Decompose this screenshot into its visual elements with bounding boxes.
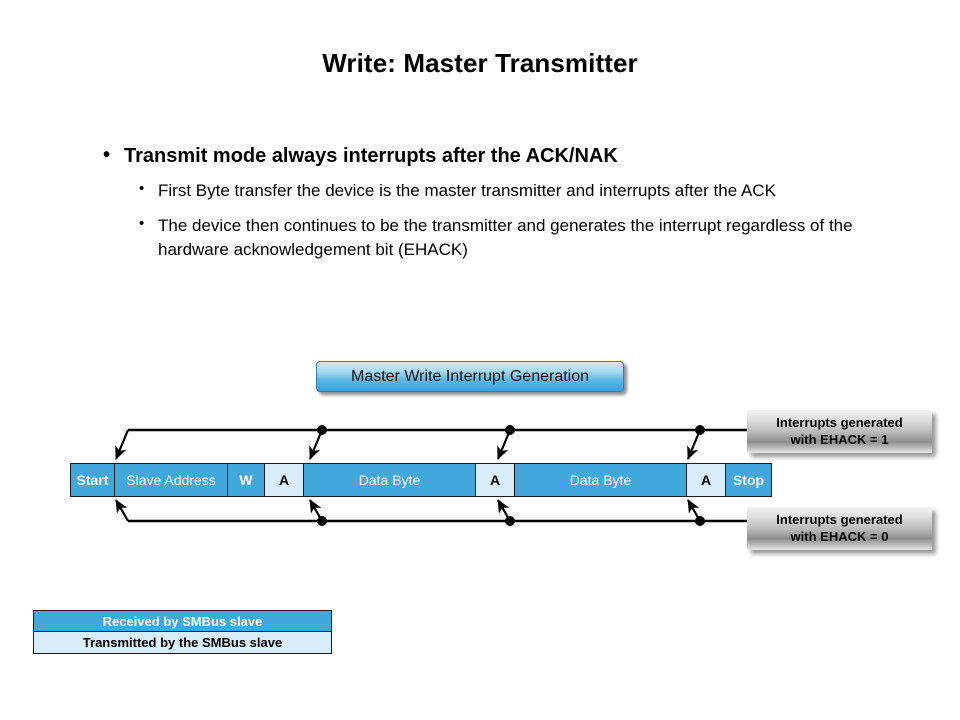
legend-row-transmitted: Transmitted by the SMBus slave	[34, 632, 331, 653]
bullet-text: The device then continues to be the tran…	[158, 216, 853, 259]
callout-ehack-1: Interrupts generated with EHACK = 1	[747, 410, 932, 453]
callout-ehack-0-line1: Interrupts generated	[776, 512, 903, 528]
packet-cell-data-byte-1: Data Byte	[304, 464, 476, 496]
top-branch-arrow-ack2	[496, 429, 512, 460]
bottom-branch-arrow-start	[115, 499, 129, 522]
packet-cell-ack-3: A	[687, 464, 726, 496]
bottom-junction-dot-2	[505, 516, 515, 526]
top-branch-arrow-start	[114, 429, 130, 460]
packet-cell-ack-2: A	[476, 464, 515, 496]
bullet-item-level2: • First Byte transfer the device is the …	[136, 179, 868, 202]
bottom-junction-dot-1	[317, 516, 327, 526]
top-branch-arrow-ack1	[308, 429, 324, 460]
bottom-branch-arrow-ack2	[497, 499, 511, 522]
bullet-marker-icon: •	[139, 215, 145, 233]
top-branch-arrow-ack3	[686, 429, 702, 460]
bullet-marker-icon: •	[103, 144, 111, 166]
callout-ehack-0: Interrupts generated with EHACK = 0	[747, 507, 932, 550]
packet-cell-slave-address: Slave Address	[115, 464, 228, 496]
master-write-interrupt-generation-banner: Master Write Interrupt Generation	[316, 361, 624, 392]
packet-cell-start: Start	[71, 464, 115, 496]
packet-cell-w: W	[228, 464, 265, 496]
bottom-junction-dot-3	[695, 516, 705, 526]
legend-row-received: Received by SMBus slave	[34, 611, 331, 632]
packet-cell-ack-1: A	[265, 464, 304, 496]
page-title: Write: Master Transmitter	[322, 48, 638, 78]
top-junction-dot-2	[505, 425, 515, 435]
legend: Received by SMBus slave Transmitted by t…	[33, 610, 332, 654]
top-junction-dot-3	[695, 425, 705, 435]
bullet-item-level2: • The device then continues to be the tr…	[136, 214, 868, 261]
callout-ehack-0-line2: with EHACK = 0	[790, 528, 889, 544]
callout-ehack-1-line2: with EHACK = 1	[790, 431, 889, 447]
bullet-item-level1: • Transmit mode always interrupts after …	[98, 144, 888, 169]
bullet-text: First Byte transfer the device is the ma…	[158, 181, 776, 200]
bullet-marker-icon: •	[139, 180, 145, 197]
bullet-list: • Transmit mode always interrupts after …	[98, 144, 888, 273]
callout-ehack-1-line1: Interrupts generated	[776, 415, 903, 431]
top-junction-dot-1	[317, 425, 327, 435]
bottom-branch-arrow-ack3	[687, 499, 701, 522]
bullet-text: Transmit mode always interrupts after th…	[124, 145, 618, 167]
packet-cell-stop: Stop	[726, 464, 771, 496]
smbus-packet-bar: Start Slave Address W A Data Byte A Data…	[70, 463, 772, 497]
bottom-branch-arrow-ack1	[309, 499, 323, 522]
packet-cell-data-byte-2: Data Byte	[515, 464, 687, 496]
